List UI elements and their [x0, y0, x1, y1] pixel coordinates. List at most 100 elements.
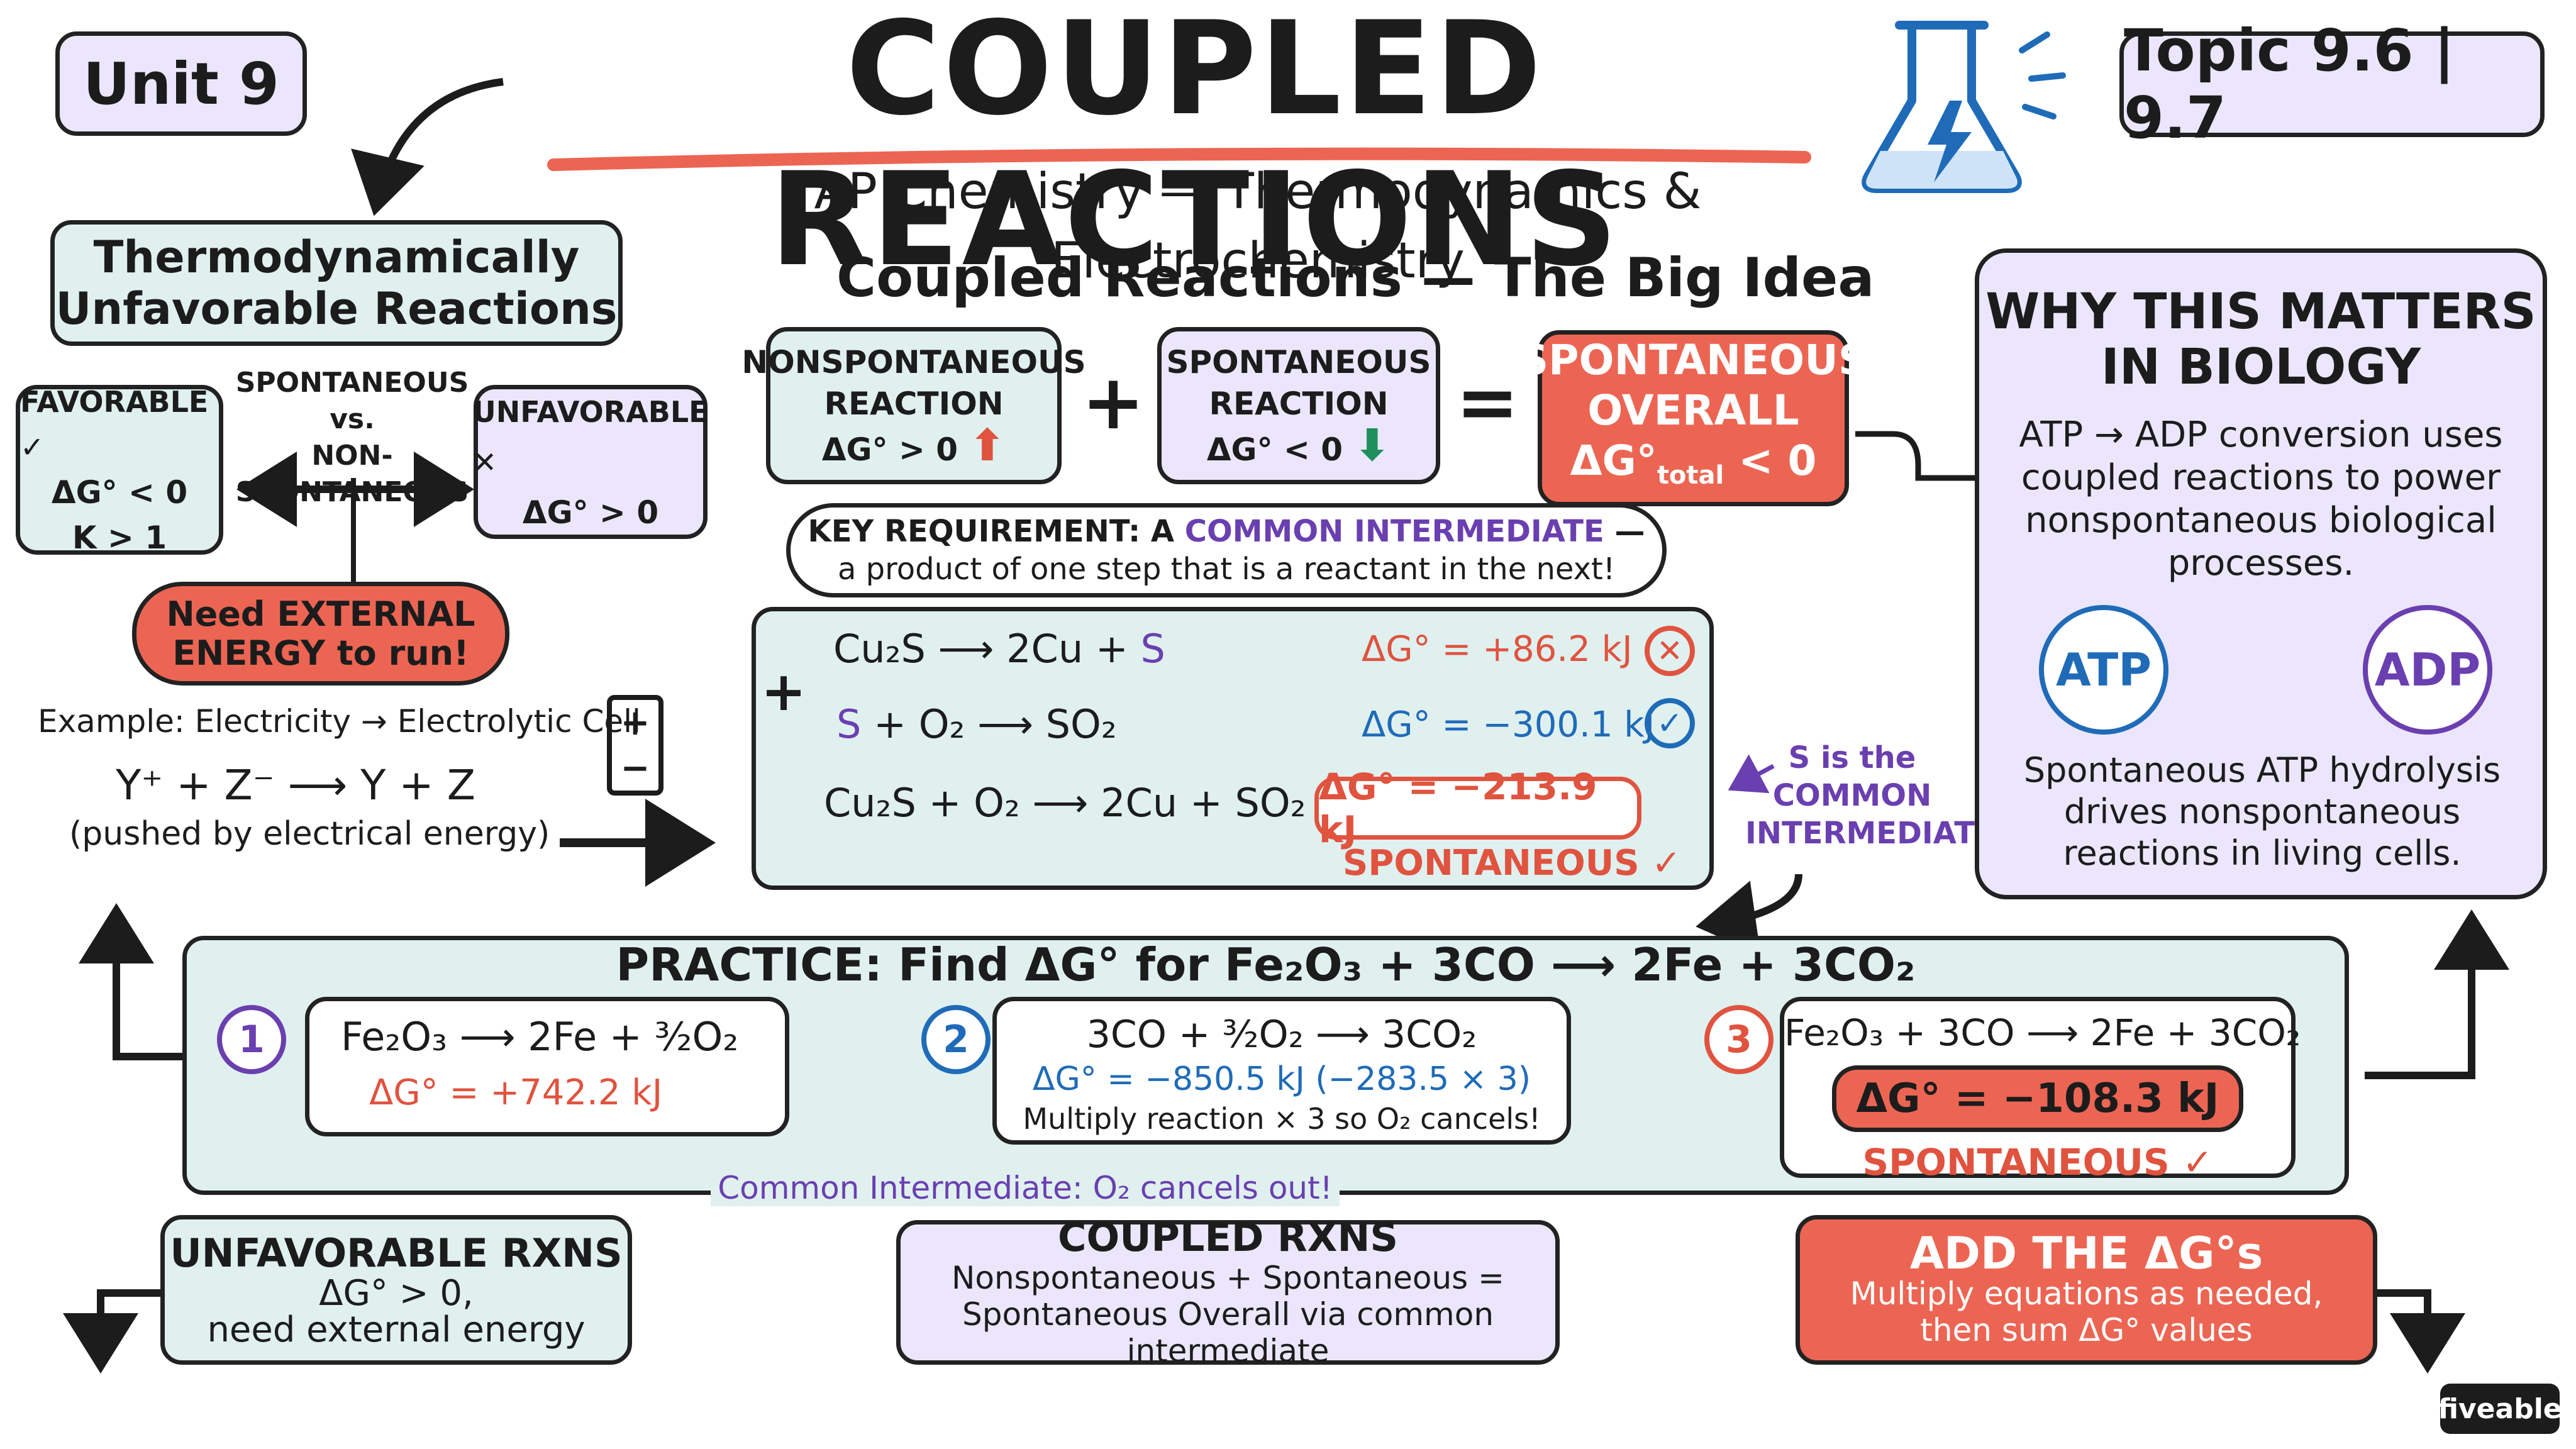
favorable-line1: ΔG° < 0 [51, 474, 188, 511]
summary-add: ADD THE ΔG°s Multiply equations as neede… [1796, 1215, 2377, 1365]
intermediate-note: S is the COMMON INTERMEDIATE [1745, 739, 1996, 852]
key-req-line2: a product of one step that is a reactant… [837, 552, 1616, 587]
calc-rxn2-rest: + O₂ ⟶ SO₂ [861, 701, 1117, 747]
key-requirement-bubble: KEY REQUIREMENT: A COMMON INTERMEDIATE —… [786, 503, 1667, 597]
step2-rxn: 3CO + ³⁄₂O₂ ⟶ 3CO₂ [1086, 1013, 1477, 1057]
unit-tag-text: Unit 9 [83, 50, 279, 118]
summary-coupled-line2: Spontaneous Overall via common intermedi… [962, 1296, 1494, 1369]
intermediate-note-line1: S is the [1788, 740, 1916, 775]
unfavorable-line1: ΔG° > 0 [522, 494, 659, 531]
summary-add-title: ADD THE ΔG°s [1909, 1228, 2263, 1279]
compare-line3: NON-SPONTANEOUS [235, 440, 469, 508]
plus-sign: + [1081, 358, 1145, 447]
calc-rxn1-left: Cu₂S ⟶ 2Cu + [833, 626, 1141, 672]
overall-dg-end: < 0 [1738, 436, 1817, 486]
example-note: (pushed by electrical energy) [69, 815, 550, 853]
summary-add-line1: Multiply equations as needed, [1850, 1275, 2323, 1312]
biology-footer: Spontaneous ATP hydrolysis drives nonspo… [2023, 750, 2501, 873]
step2-note: Multiply reaction × 3 so O₂ cancels! [1023, 1102, 1541, 1136]
biology-heading-line2: IN BIOLOGY [2101, 339, 2421, 396]
energy-bubble-line2: ENERGY to run! [172, 633, 469, 673]
step3-rxn: Fe₂O₃ + 3CO ⟶ 2Fe + 3CO₂ [1784, 1011, 2301, 1054]
adp-circle: ADP [2363, 605, 2492, 735]
down-arrow-icon: ⬇ [1353, 419, 1391, 471]
unfavorable-heading-line1: Thermodynamically [93, 231, 580, 283]
calc-rxn1-dg: ΔG° = +86.2 kJ [1362, 629, 1633, 670]
step3-box: Fe₂O₃ + 3CO ⟶ 2Fe + 3CO₂ ΔG° = −108.3 kJ… [1780, 997, 2301, 1184]
topic-tag: Topic 9.6 | 9.7 [2119, 17, 2545, 152]
summary-unfav-line1: ΔG° > 0, [319, 1273, 474, 1314]
check-icon: ✓ [1645, 698, 1695, 748]
adp-label: ADP [2374, 643, 2481, 696]
calc-rxn2-dg: ΔG° = −300.1 kJ [1362, 704, 1655, 745]
atp-label: ATP [2055, 643, 2151, 696]
spontaneous-dg: ΔG° < 0 [1206, 431, 1343, 468]
big-idea-heading: Coupled Reactions — The Big Idea [836, 247, 1875, 309]
unfavorable-box: UNFAVORABLE ✕ ΔG° > 0 [472, 385, 709, 539]
favorable-title: FAVORABLE ✓ [20, 385, 209, 464]
biology-heading: WHY THIS MATTERS IN BIOLOGY [1979, 284, 2543, 395]
x-icon: ✕ [1645, 626, 1695, 676]
unfavorable-heading-box: Thermodynamically Unfavorable Reactions [50, 220, 623, 346]
step1-number: 1 [217, 1005, 286, 1074]
topic-tag-text: Topic 9.6 | 9.7 [2124, 17, 2455, 152]
nonspontaneous-dg: ΔG° > 0 [821, 431, 958, 468]
step2-dg: ΔG° = −850.5 kJ (−283.5 × 3) [1032, 1060, 1531, 1098]
key-req-line1: KEY REQUIREMENT: A COMMON INTERMEDIATE — [808, 513, 1645, 550]
nonspontaneous-line3: ΔG° > 0 ⬆ [821, 423, 1006, 470]
calc-rxn2: S + O₂ ⟶ SO₂ [836, 701, 1117, 747]
overall-box: SPONTANEOUS OVERALL ΔG°total < 0 [1519, 330, 1868, 506]
key-req-dash: — [1614, 514, 1645, 549]
nonspontaneous-line2: REACTION [824, 385, 1004, 422]
favorable-line2: K > 1 [72, 519, 167, 556]
energy-bubble-line1: Need EXTERNAL [166, 594, 475, 634]
atp-circle: ATP [2039, 605, 2168, 735]
nonspontaneous-line1: NONSPONTANEOUS [741, 343, 1086, 380]
calc-sum-label: SPONTANEOUS ✓ [1343, 843, 1681, 884]
flask-icon [1862, 21, 2066, 193]
up-arrow-icon: ⬆ [969, 419, 1006, 471]
equals-sign: = [1455, 358, 1519, 447]
compare-line1: SPONTANEOUS [235, 367, 469, 399]
spontaneous-vs-label: SPONTANEOUS vs. NON-SPONTANEOUS [233, 365, 472, 511]
page-title: COUPLED REACTIONS [769, 0, 1621, 295]
overall-dg: ΔG° [1570, 436, 1657, 486]
energy-bubble: Need EXTERNAL ENERGY to run! [132, 582, 509, 686]
calc-rxn1-s: S [1140, 626, 1165, 672]
battery-icon: +− [607, 695, 663, 796]
summary-unfav-line2: need external energy [207, 1309, 586, 1350]
step1-dg: ΔG° = +742.2 kJ [369, 1072, 663, 1113]
unfavorable-heading-line2: Unfavorable Reactions [55, 283, 618, 335]
compare-line2: vs. [330, 403, 375, 435]
biology-body: ATP → ADP conversion uses coupled reacti… [2019, 414, 2503, 584]
calc-sum-rxn: Cu₂S + O₂ ⟶ 2Cu + SO₂ [824, 780, 1306, 826]
overall-dg-sub: total [1657, 461, 1724, 491]
step3-dg: ΔG° = −108.3 kJ [1832, 1065, 2243, 1132]
unfavorable-title: UNFAVORABLE ✕ [472, 394, 709, 479]
key-req-prefix: KEY REQUIREMENT: A [808, 514, 1175, 549]
summary-unfavorable: UNFAVORABLE RXNS ΔG° > 0, need external … [160, 1215, 632, 1365]
step3-label: SPONTANEOUS ✓ [1862, 1141, 2213, 1184]
nonspontaneous-box: NONSPONTANEOUS REACTION ΔG° > 0 ⬆ [741, 327, 1086, 484]
key-req-highlight: COMMON INTERMEDIATE [1184, 514, 1604, 549]
example-calc-box [752, 607, 1714, 890]
page-subtitle: AP Chemistry — Thermodynamics & Electroc… [814, 164, 1702, 289]
intermediate-note-line3: INTERMEDIATE [1745, 816, 1996, 851]
summary-unfav-title: UNFAVORABLE RXNS [170, 1230, 623, 1276]
biology-box: WHY THIS MATTERS IN BIOLOGY ATP → ADP co… [1975, 248, 2547, 899]
biology-heading-line1: WHY THIS MATTERS [1985, 284, 2536, 340]
favorable-box: FAVORABLE ✓ ΔG° < 0 K > 1 [16, 385, 223, 556]
calc-rxn1: Cu₂S ⟶ 2Cu + S [833, 626, 1165, 672]
step2-box: 3CO + ³⁄₂O₂ ⟶ 3CO₂ ΔG° = −850.5 kJ (−283… [992, 997, 1571, 1145]
spontaneous-line1: SPONTANEOUS [1166, 343, 1431, 380]
intermediate-note-line2: COMMON [1772, 778, 1932, 813]
summary-coupled-title: COUPLED RXNS [1058, 1214, 1398, 1260]
calc-sum-dg: ΔG° = −213.9 kJ [1314, 765, 1641, 851]
step2-number: 2 [921, 1005, 991, 1074]
spontaneous-box: SPONTANEOUS REACTION ΔG° < 0 ⬇ [1157, 327, 1440, 484]
example-label: Example: Electricity → Electrolytic Cell [38, 703, 641, 740]
spontaneous-line3: ΔG° < 0 ⬇ [1206, 423, 1391, 470]
example-equation: Y⁺ + Z⁻ ⟶ Y + Z [116, 761, 475, 809]
summary-add-line2: then sum ΔG° values [1920, 1312, 2253, 1348]
step1-rxn: Fe₂O₃ ⟶ 2Fe + ³⁄₂O₂ [341, 1014, 739, 1060]
